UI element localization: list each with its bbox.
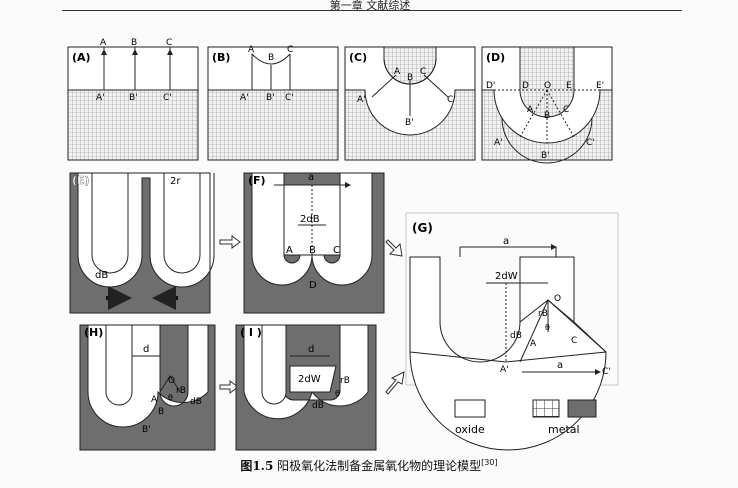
arrow-f-to-g-icon [385, 239, 403, 257]
panel-h-label-rb: rB [176, 386, 186, 396]
legend-oxide-label: oxide [455, 423, 485, 436]
panel-a-label-b-prime: B' [129, 93, 138, 103]
caption-reference: [30] [481, 458, 498, 467]
panel-c: (C) A B C A' B' C' [344, 46, 476, 161]
panel-d-label-d: D [522, 81, 529, 91]
legend-metal-dark-swatch [567, 399, 597, 418]
panel-i-label-theta: θ [335, 389, 340, 398]
panel-b-label-c: C [287, 45, 293, 55]
panel-g-label-o: O [554, 294, 561, 304]
panel-d-label-b-prime: B' [541, 151, 550, 161]
panel-d-label-a: A [527, 105, 534, 115]
panel-i-label-rb: rB [340, 376, 350, 386]
panel-a-tag: (A) [72, 51, 91, 64]
panel-f-label-a-point: A [286, 245, 293, 256]
panel-b-label-a-prime: A' [240, 93, 249, 103]
panel-g-label-a-bottom: a [557, 360, 563, 371]
panel-g-label-db: dB [510, 331, 522, 341]
panel-d-label-o: O [544, 81, 551, 91]
panel-g-label-theta: θ [545, 323, 550, 332]
panel-a-label-b: B [131, 38, 137, 48]
panel-a-label-a-prime: A' [96, 93, 105, 103]
panel-e: (E) 2r dB [69, 172, 215, 314]
panel-f-label-d-point: D [309, 280, 317, 291]
legend-metal-grid-swatch [532, 399, 560, 418]
figure-caption: 图1.5 阳极氧化法制备金属氧化物的理论模型[30] [0, 457, 738, 474]
panel-h-label-b-prime: B' [142, 425, 151, 435]
panel-e-tag: (E) [72, 174, 90, 187]
panel-d-label-d-prime: D' [486, 81, 495, 91]
panel-f: (F) a 2dB A B C D [243, 172, 385, 314]
arrow-e-to-f-icon [219, 235, 241, 249]
legend-oxide-swatch [454, 399, 486, 418]
panel-f-label-c-point: C [333, 245, 340, 256]
panel-d: (D) D' D O E E' A B C A' B' C' [481, 46, 613, 164]
panel-d-label-e: E [566, 81, 572, 91]
panel-h: (H) d O rB θ dB A B B' [79, 324, 216, 451]
panel-c-label-b-prime: B' [405, 118, 414, 128]
panel-c-tag: (C) [349, 51, 367, 64]
panel-g-tag: (G) [412, 221, 433, 235]
panel-i-label-d: d [308, 344, 314, 355]
panel-g-label-a-prime: A' [500, 365, 509, 375]
panel-h-label-a: A [151, 395, 158, 405]
panel-d-label-b: B [544, 111, 550, 121]
panel-h-label-b: B [158, 407, 164, 417]
panel-d-tag: (D) [486, 51, 505, 64]
panel-g-label-2dw: 2dW [495, 271, 518, 282]
panel-g-label-c-point: C [571, 336, 577, 346]
panel-c-label-b: B [407, 73, 413, 83]
panel-b-label-a: A [248, 45, 255, 55]
panel-i-label-2dw: 2dW [298, 374, 321, 385]
panel-c-label-c-prime: C' [447, 95, 456, 105]
panel-d-label-c-prime: C' [586, 138, 595, 148]
panel-b-tag: (B) [212, 51, 230, 64]
panel-e-label-2r: 2r [170, 176, 181, 187]
arrow-i-to-g-icon [385, 371, 405, 395]
legend: oxide metal [454, 399, 597, 436]
panel-a: (A) A B C A' B' C' [67, 38, 199, 161]
panel-g-label-a: a [503, 236, 509, 247]
panel-f-tag: (F) [248, 174, 266, 187]
legend-metal-label: metal [548, 423, 580, 436]
panel-d-label-a-prime: A' [494, 138, 503, 148]
panel-c-label-a: A [394, 67, 401, 77]
panel-b: (B) A B C A' B' C' [207, 45, 339, 161]
panel-b-label-b-prime: B' [266, 93, 275, 103]
panel-i-tag: ( I ) [240, 326, 262, 339]
panel-f-label-b-point: B [309, 245, 316, 256]
panel-h-label-theta: θ [168, 393, 173, 402]
panel-d-label-c: C [563, 105, 569, 115]
panel-b-label-c-prime: C' [285, 93, 294, 103]
panel-f-label-2db: 2dB [300, 214, 320, 225]
panel-b-label-b: B [268, 53, 274, 63]
panel-d-label-e-prime: E' [596, 81, 604, 91]
panel-c-label-c: C [420, 67, 426, 77]
arrow-h-to-i-icon [219, 380, 239, 394]
panel-h-tag: (H) [84, 326, 103, 339]
panel-h-label-db: dB [190, 397, 202, 407]
panel-f-label-a: a [308, 172, 314, 183]
panel-h-label-o: O [168, 376, 175, 386]
panel-c-label-a-prime: A' [357, 95, 366, 105]
caption-figure-number: 图1.5 [240, 459, 274, 473]
caption-text: 阳极氧化法制备金属氧化物的理论模型 [277, 459, 482, 473]
panel-g-label-rb: rB [538, 309, 548, 319]
panel-h-label-d: d [143, 344, 149, 355]
header-rule [62, 10, 682, 11]
running-head: 第一章 文献综述 [329, 0, 411, 12]
panel-i: ( I ) d 2dW rB θ dB [235, 324, 377, 451]
panel-g-label-c-prime: C' [602, 367, 611, 377]
panel-a-label-c-prime: C' [163, 93, 172, 103]
panel-i-label-db: dB [312, 401, 324, 411]
panel-a-label-a: A [100, 38, 107, 48]
panel-a-label-c: C [166, 38, 172, 48]
panel-g-label-a-point: A [530, 339, 537, 349]
panel-e-label-db: dB [95, 270, 108, 281]
